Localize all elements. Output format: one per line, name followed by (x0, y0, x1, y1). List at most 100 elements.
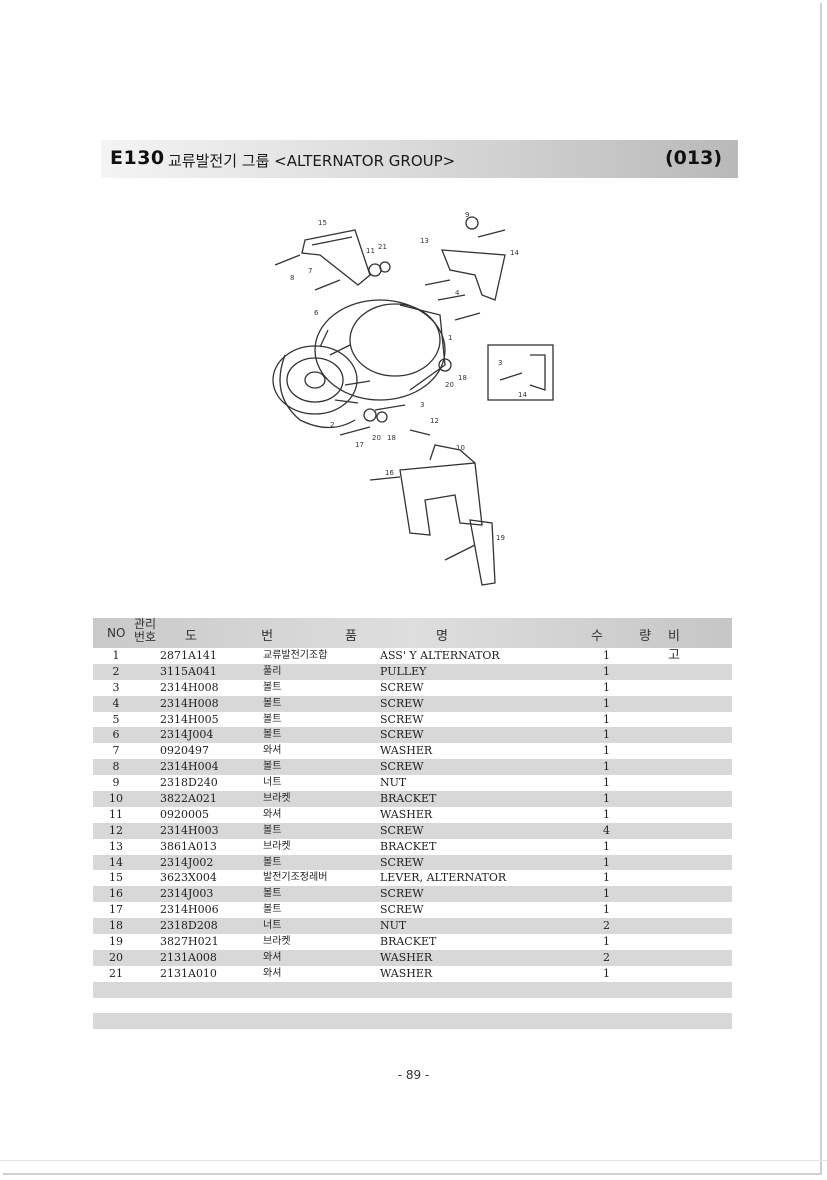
korean-part-name: 풀리 (263, 665, 282, 677)
korean-part-name: 와셔 (263, 967, 282, 979)
korean-part-name: 발전기조정레버 (263, 872, 328, 884)
group-number: (013) (664, 147, 722, 169)
header-part-name-2: 명 (436, 629, 448, 644)
english-part-name: ASS' Y ALTERNATOR (380, 649, 500, 662)
table-blank-row (93, 1013, 732, 1030)
callout-label: 8 (290, 274, 294, 282)
callout-label: 16 (385, 469, 394, 477)
callout-label: 15 (318, 219, 327, 227)
korean-part-name: 브라켓 (263, 840, 291, 852)
english-part-name: BRACKET (380, 792, 437, 806)
drawing-number: 2318D240 (160, 776, 218, 790)
section-title: 교류발전기 그룹 <ALTERNATOR GROUP> (168, 152, 456, 170)
row-number: 18 (109, 919, 123, 933)
parts-table-header: NO 관리 번호 도 번 품 명 수 량 비 고 (93, 618, 732, 663)
callout-label: 20 (372, 434, 381, 442)
quantity: 1 (603, 712, 610, 726)
english-part-name: WASHER (380, 966, 433, 980)
korean-part-name: 브라켓 (263, 936, 291, 948)
quantity: 4 (603, 823, 610, 837)
english-part-name: NUT (380, 776, 407, 790)
korean-part-name: 와셔 (263, 745, 282, 757)
korean-part-name: 볼트 (263, 681, 282, 693)
row-number: 13 (109, 839, 123, 853)
header-no: NO (107, 626, 126, 640)
quantity: 1 (603, 760, 610, 774)
row-number: 10 (109, 792, 123, 806)
korean-part-name: 볼트 (263, 824, 282, 836)
row-number: 5 (112, 712, 120, 726)
english-part-name: SCREW (380, 903, 424, 917)
english-part-name: WASHER (380, 807, 433, 821)
korean-part-name: 볼트 (263, 888, 282, 900)
callout-label: 6 (314, 309, 319, 317)
row-number: 1 (112, 649, 120, 662)
row-number: 19 (109, 935, 123, 949)
row-number: 7 (112, 744, 120, 758)
row-number: 21 (109, 966, 123, 980)
drawing-number: 2314H008 (160, 680, 219, 694)
callout-label: 1 (448, 334, 452, 342)
page-bottom-edge (0, 1160, 827, 1161)
quantity: 1 (603, 935, 610, 949)
quantity: 1 (603, 807, 610, 821)
row-number: 11 (109, 807, 123, 821)
korean-part-name: 볼트 (263, 697, 282, 709)
drawing-number: 2318D208 (160, 919, 218, 933)
korean-part-name: 너트 (263, 920, 282, 932)
callout-label: 12 (430, 417, 439, 425)
korean-part-name: 와셔 (263, 808, 282, 820)
callout-label: 21 (378, 243, 387, 251)
english-part-name: SCREW (380, 712, 424, 726)
quantity: 1 (603, 696, 610, 710)
korean-part-name: 볼트 (263, 761, 282, 773)
row-number: 17 (109, 903, 123, 917)
row-number: 12 (109, 823, 123, 837)
row-number: 15 (109, 871, 123, 885)
callout-label: 13 (420, 237, 429, 245)
english-part-name: PULLEY (380, 664, 427, 678)
korean-part-name: 너트 (263, 777, 282, 789)
callout-label: 19 (496, 534, 505, 542)
row-number: 16 (109, 887, 123, 901)
callout-label: 3 (420, 401, 424, 409)
pulley-part (272, 345, 358, 415)
quantity: 1 (603, 966, 610, 980)
drawing-number: 2314H006 (160, 903, 219, 917)
english-part-name: WASHER (380, 950, 433, 964)
quantity: 1 (603, 903, 610, 917)
quantity: 1 (603, 887, 610, 901)
table-blank-row (93, 998, 732, 1014)
table-blank-row (93, 981, 732, 998)
callout-label: 4 (455, 289, 460, 297)
quantity: 2 (603, 919, 610, 933)
english-part-name: SCREW (380, 696, 424, 710)
korean-part-name: 교류발전기조합 (263, 650, 328, 661)
english-part-name: WASHER (380, 744, 433, 758)
english-part-name: SCREW (380, 855, 424, 869)
header-drawing-number: 도 번 (185, 629, 304, 644)
quantity: 1 (603, 744, 610, 758)
drawing-number: 3861A013 (160, 839, 217, 853)
section-code: E130 (110, 147, 165, 169)
drawing-number: 0920005 (160, 807, 209, 821)
alternator-exploded-diagram: 15 9 13 14 11 21 7 8 6 4 1 18 20 12 3 2 … (272, 211, 554, 586)
quantity: 1 (603, 680, 610, 694)
korean-part-name: 브라켓 (263, 793, 291, 805)
adjusting-lever-part (301, 229, 371, 286)
inset-detail-box (487, 344, 554, 401)
